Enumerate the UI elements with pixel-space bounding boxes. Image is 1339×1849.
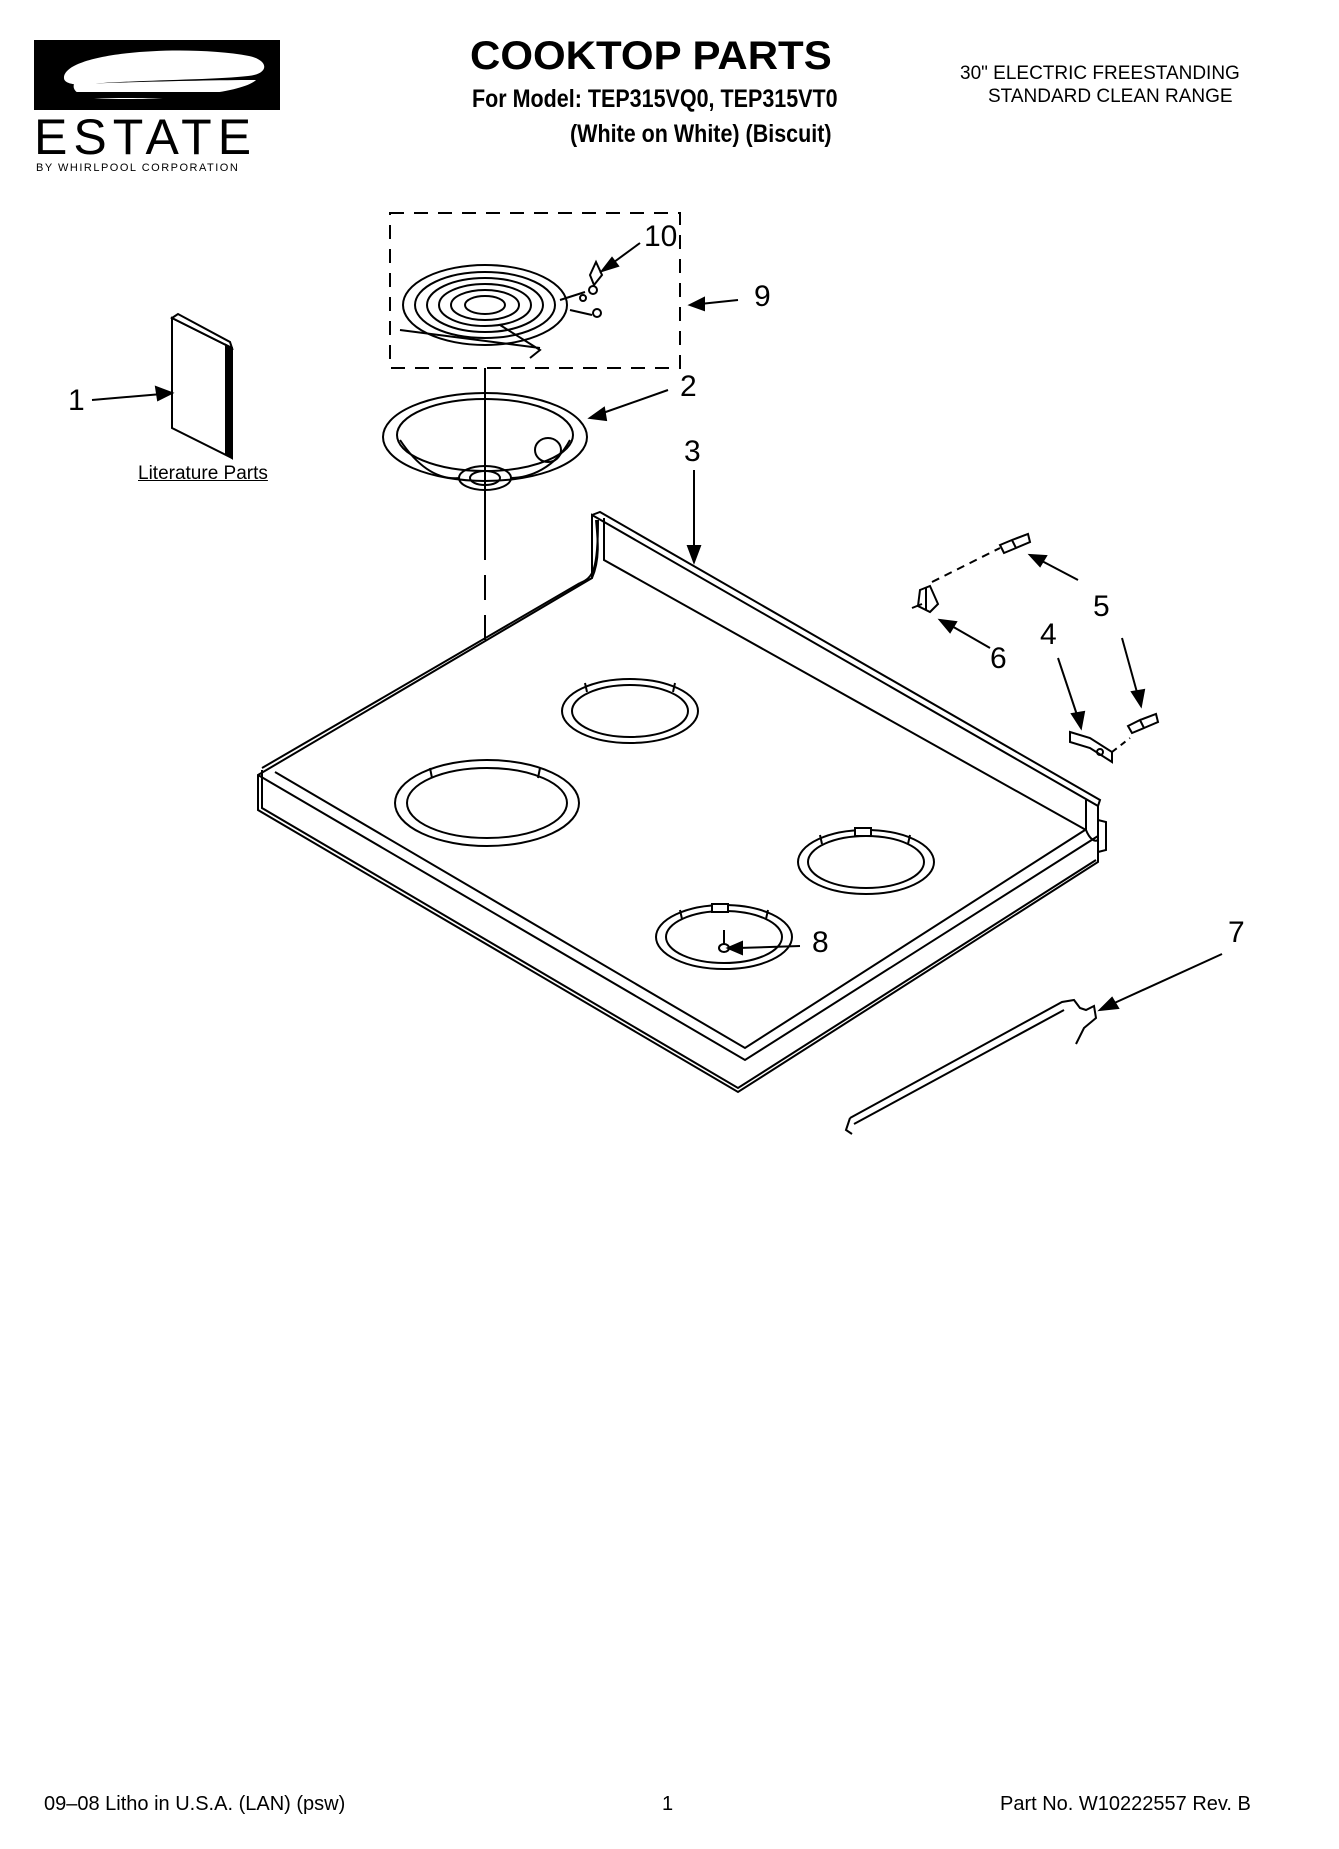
surface-element-coil xyxy=(399,259,604,359)
bracket-4 xyxy=(1069,730,1131,764)
model-line: For Model: TEP315VQ0, TEP315VT0 xyxy=(472,85,838,113)
color-line: (White on White) (Biscuit) xyxy=(570,120,832,148)
callout-1: 1 xyxy=(68,384,85,417)
callout-8: 8 xyxy=(812,926,829,959)
callout-9: 9 xyxy=(754,280,771,313)
literature-booklet xyxy=(170,312,234,460)
callout-7: 7 xyxy=(1228,916,1245,949)
clip-6 xyxy=(911,547,1001,614)
surface-element-group-box xyxy=(389,212,681,369)
footer-page-number: 1 xyxy=(662,1793,674,1815)
footer-part-number: Part No. W10222557 Rev. B xyxy=(1000,1793,1251,1815)
callout-3: 3 xyxy=(684,435,701,468)
range-description-line1: 30" ELECTRIC FREESTANDING xyxy=(960,63,1240,84)
callout-6: 6 xyxy=(990,642,1007,675)
footer-print-info: 09–08 Litho in U.S.A. (LAN) (psw) xyxy=(44,1793,346,1815)
callout-2: 2 xyxy=(680,370,697,403)
page-title: COOKTOP PARTS xyxy=(470,34,832,78)
rod-7 xyxy=(844,998,1098,1135)
burner-openings xyxy=(394,678,935,970)
leader-lines xyxy=(91,242,1223,1012)
brand-name: ESTATE xyxy=(34,109,258,165)
callout-4: 4 xyxy=(1040,618,1057,651)
callout-10: 10 xyxy=(644,220,678,253)
cooktop-main-top xyxy=(257,510,1107,1094)
range-description-line2: STANDARD CLEAN RANGE xyxy=(988,86,1233,107)
brand-subtitle: BY WHIRLPOOL CORPORATION xyxy=(36,162,240,174)
estate-logo xyxy=(34,40,280,110)
screw-5-upper xyxy=(998,532,1032,555)
screw-5-lower xyxy=(1126,712,1160,735)
callout-5: 5 xyxy=(1093,590,1110,623)
literature-parts-label: Literature Parts xyxy=(138,463,268,484)
